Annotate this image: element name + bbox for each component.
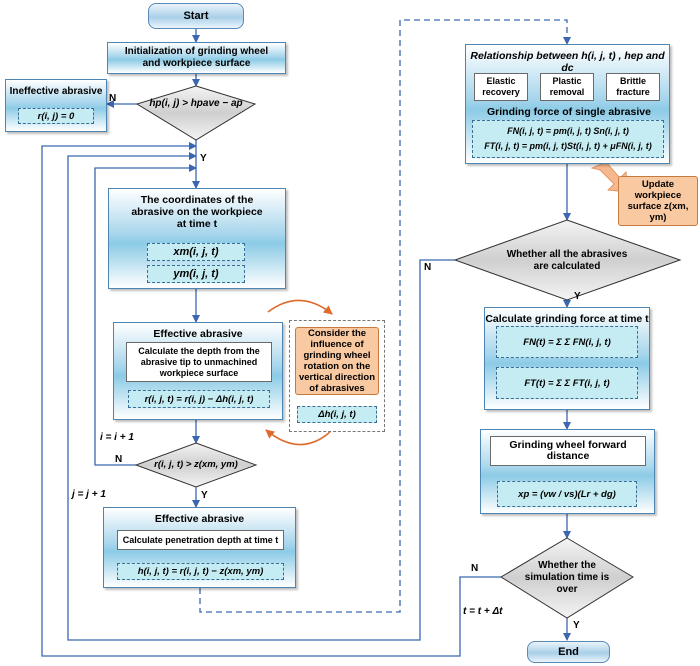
start-label: Start xyxy=(183,10,209,22)
coord-ym: ym(i, j, t) xyxy=(147,265,245,283)
rel-sub: Grinding force of single abrasive xyxy=(487,106,651,118)
label-t-inc: t = t + Δt xyxy=(463,606,503,617)
diamond-hp-text: hp(i, j) > hpave − ap xyxy=(149,98,243,109)
eff2-formula: h(i, j, t) = r(i, j, t) − z(xm, ym) xyxy=(117,563,284,580)
diamond-r-text: r(i, j, t) > z(xm, ym) xyxy=(154,459,238,470)
init-line2: and workpiece surface xyxy=(142,58,251,69)
coord-title2: abrasive on the workpiece xyxy=(131,206,263,218)
diamond-time-shape xyxy=(500,537,634,619)
rel-f1: FN(i, j, t) = pm(i, j, t) Sn(i, j, t) xyxy=(507,126,629,136)
edge-loop-i xyxy=(94,164,197,466)
diamond-hp-shape xyxy=(135,85,257,141)
rel-box-brittle: Brittle fracture xyxy=(606,73,660,101)
ineffective-formula: r(i, j) = 0 xyxy=(18,108,94,124)
init-box: Initialization of grinding wheel and wor… xyxy=(107,42,286,74)
consider-text: Consider the influence of grinding wheel… xyxy=(295,327,379,395)
coord-xm: xm(i, j, t) xyxy=(147,243,245,261)
coord-title3: at time t xyxy=(176,218,218,230)
consider-frame xyxy=(289,320,385,432)
eff2-desc: Calculate penetration depth at time t xyxy=(117,530,284,550)
edge-loop-t xyxy=(41,142,501,657)
eff1-desc: Calculate the depth from the abrasive ti… xyxy=(126,342,272,382)
calc-fn: FN(t) = Σ Σ FN(i, j, t) xyxy=(496,326,638,358)
eff1-title: Effective abrasive xyxy=(153,328,243,340)
diamond-all-text: Whether all the abrasives are calculated xyxy=(506,249,628,272)
label-j-inc: j = j + 1 xyxy=(72,489,106,500)
edge-loop-j xyxy=(67,152,455,641)
ineffective-box: Ineffective abrasive xyxy=(5,79,107,132)
calc-title: Calculate grinding force at time t xyxy=(485,313,649,325)
eff1-formula: r(i, j, t) = r(i, j) − Δh(i, j, t) xyxy=(128,390,270,408)
label-n-all: N xyxy=(424,262,432,273)
edge-dashed-eff2-rel xyxy=(199,19,571,613)
eff2-title: Effective abrasive xyxy=(154,513,245,525)
label-n-r: N xyxy=(115,454,123,465)
ineffective-title: Ineffective abrasive xyxy=(9,86,103,97)
diamond-r-shape xyxy=(134,442,258,488)
rel-box-plastic: Plastic removal xyxy=(540,73,594,101)
gw-formula: xp = (vw / vs)(Lr + dg) xyxy=(497,481,637,507)
coord-title1: The coordinates of the xyxy=(140,194,254,206)
init-line1: Initialization of grinding wheel xyxy=(124,46,269,57)
label-n-hp: N xyxy=(109,93,117,104)
end-label: End xyxy=(558,646,579,658)
end-node: End xyxy=(527,641,610,663)
rotation-arrow-bottom xyxy=(265,429,331,446)
label-y-time: Y xyxy=(573,620,580,631)
label-y-all: Y xyxy=(574,291,581,302)
rel-formulas: FN(i, j, t) = pm(i, j, t) Sn(i, j, t) FT… xyxy=(472,120,664,158)
calc-ft: FT(t) = Σ Σ FT(i, j, t) xyxy=(496,367,638,399)
rel-title: Relationship between h(i, j, t) , hep an… xyxy=(470,50,665,74)
rotation-arrow-top xyxy=(267,299,333,315)
start-node: Start xyxy=(148,3,244,29)
gw-title: Grinding wheel forward distance xyxy=(490,436,646,466)
diamond-all-shape xyxy=(453,219,682,301)
label-y-hp: Y xyxy=(200,153,207,164)
label-i-inc: i = i + 1 xyxy=(100,432,134,443)
diamond-time-text: Whether the simulation time is over xyxy=(524,560,610,595)
update-box: Update workpiece surface z(xm, ym) xyxy=(618,176,698,226)
rel-box-elastic: Elastic recovery xyxy=(474,73,528,101)
rel-f2: FT(i, j, t) = pm(i, j, t)St(i, j, t) + μ… xyxy=(484,141,652,151)
label-n-time: N xyxy=(471,563,479,574)
consider-formula: Δh(i, j, t) xyxy=(297,406,377,423)
label-y-r: Y xyxy=(201,490,208,501)
